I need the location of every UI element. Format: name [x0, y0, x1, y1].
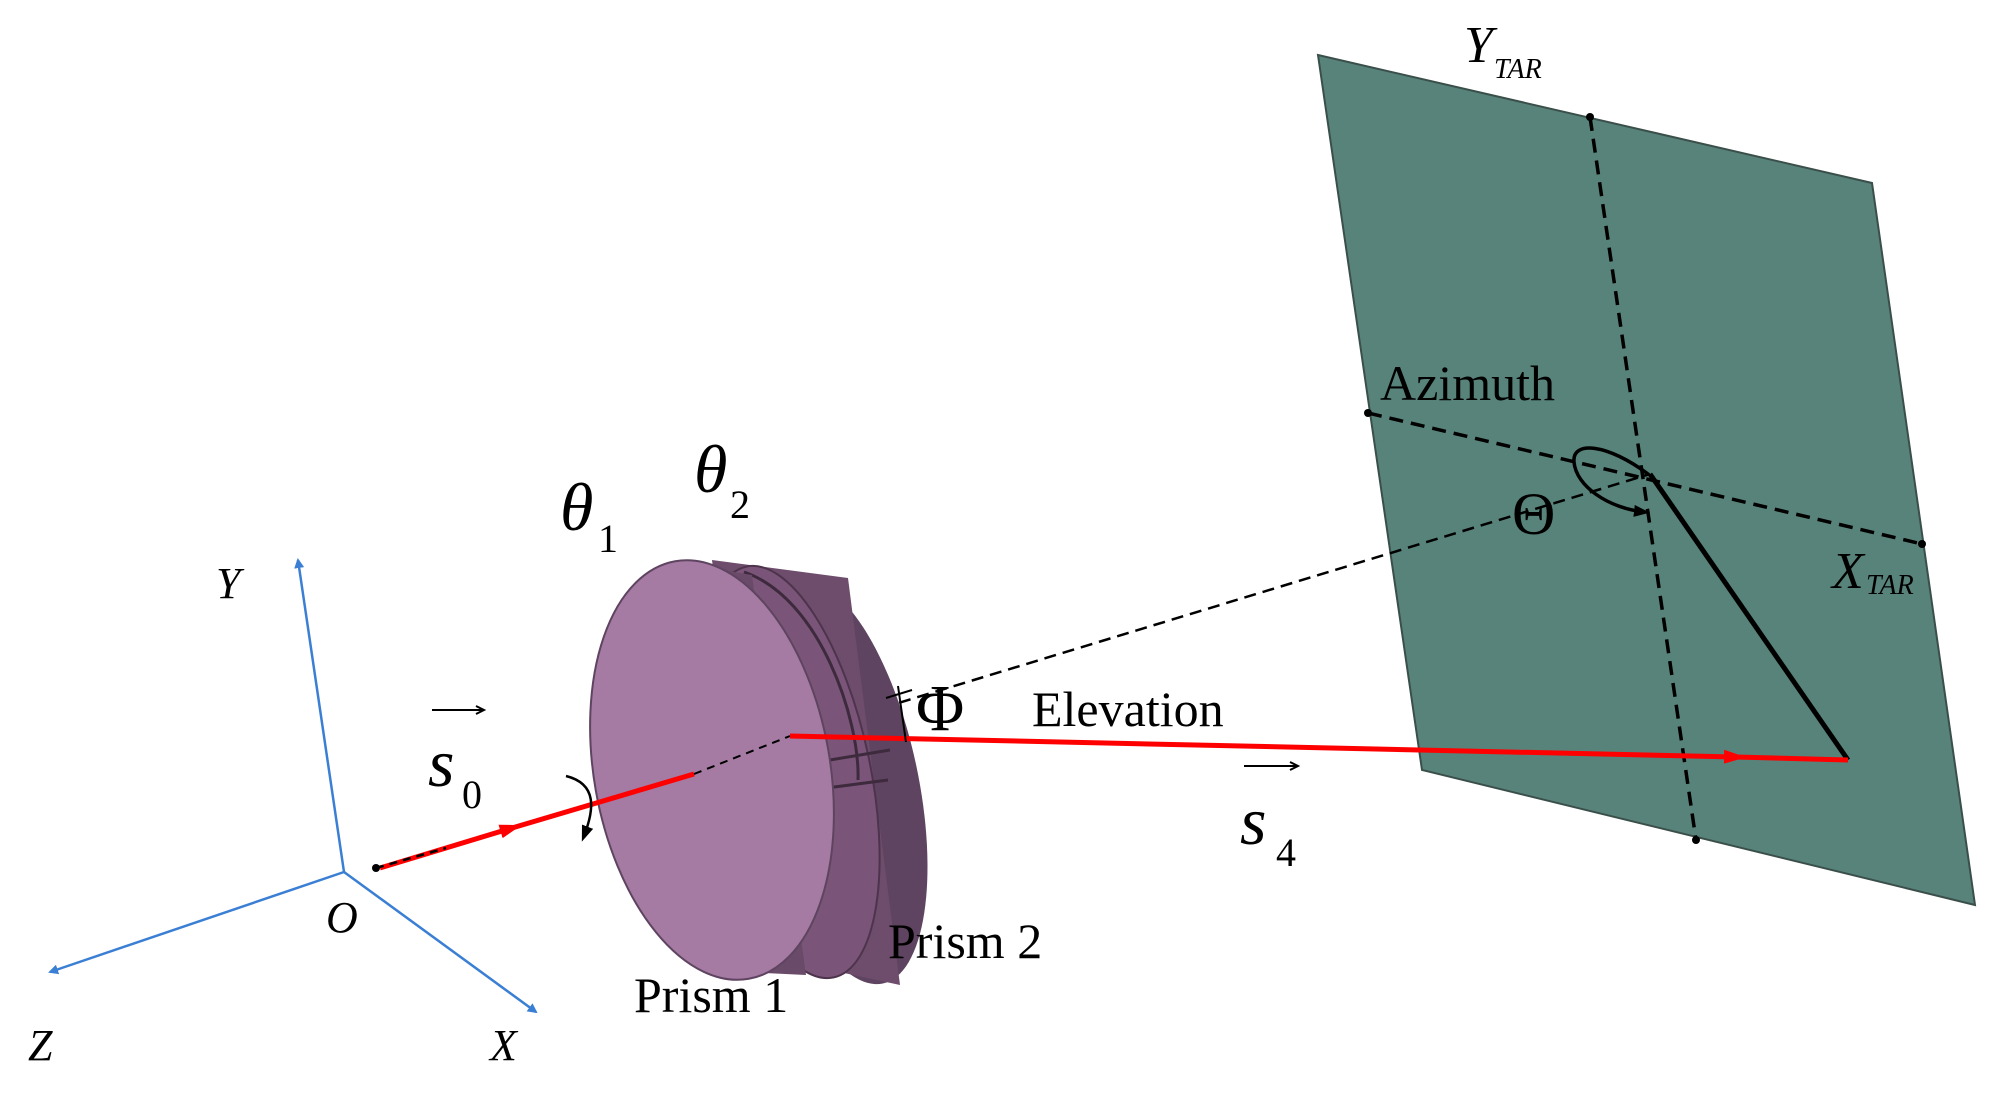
xtar-right-dot [1918, 540, 1926, 548]
phi-tick-1 [897, 685, 907, 743]
xtar-axis-line [1367, 411, 1923, 546]
ytar-label: Y [1464, 17, 1498, 74]
s4-vector-head [1289, 761, 1301, 771]
azimuth-arc-arrow [1572, 446, 1650, 517]
phi-tick-2 [885, 689, 913, 699]
xtar-subscript: TAR [1866, 570, 1914, 601]
axis-z-label: Z [28, 1021, 53, 1070]
y-axis [294, 558, 346, 873]
ytar-subscript: TAR [1494, 54, 1542, 85]
prism1-label: Prism 1 [634, 967, 788, 1023]
radial-line [1647, 472, 1851, 762]
s4-symbol: s [1240, 783, 1266, 859]
ytar-axis-line [1588, 116, 1698, 841]
source-dashed-line [375, 846, 447, 870]
ytar-bottom-dot [1692, 836, 1700, 844]
beam-inner [693, 735, 791, 775]
s0-subscript: 0 [462, 772, 482, 817]
x-axis [343, 870, 538, 1014]
prism-assembly [589, 559, 928, 985]
beam-s4-path [789, 733, 1746, 764]
theta1-subscript: 1 [598, 516, 618, 561]
axis-y-label: Y [216, 559, 245, 608]
theta2-subscript: 2 [730, 482, 750, 527]
theta1-symbol: θ [560, 469, 593, 545]
source-dot [372, 864, 380, 872]
theta-cap-label: Θ [1512, 481, 1555, 547]
ytar-top-dot [1586, 113, 1594, 121]
phi-label: Φ [916, 672, 964, 745]
prism-1-front [589, 559, 835, 981]
elevation-label: Elevation [1032, 681, 1224, 737]
projection-dashed-line [789, 472, 1651, 738]
azimuth-label: Azimuth [1380, 355, 1555, 411]
s0-vector-head [475, 705, 487, 715]
s4-subscript: 4 [1276, 830, 1296, 875]
z-axis [48, 870, 345, 975]
axis-x-label: X [488, 1021, 519, 1070]
beam-s0-path-2 [511, 771, 695, 831]
theta2-symbol: θ [694, 431, 727, 507]
xtar-left-dot [1364, 409, 1372, 417]
origin-label: O [326, 893, 358, 942]
xtar-label: X [1830, 543, 1866, 600]
prism2-label: Prism 2 [888, 913, 1042, 969]
coordinate-axes [48, 558, 538, 1014]
beam-s4-path-2 [1735, 754, 1849, 763]
rotation-arrow [565, 774, 594, 842]
s0-symbol: s [428, 725, 454, 801]
